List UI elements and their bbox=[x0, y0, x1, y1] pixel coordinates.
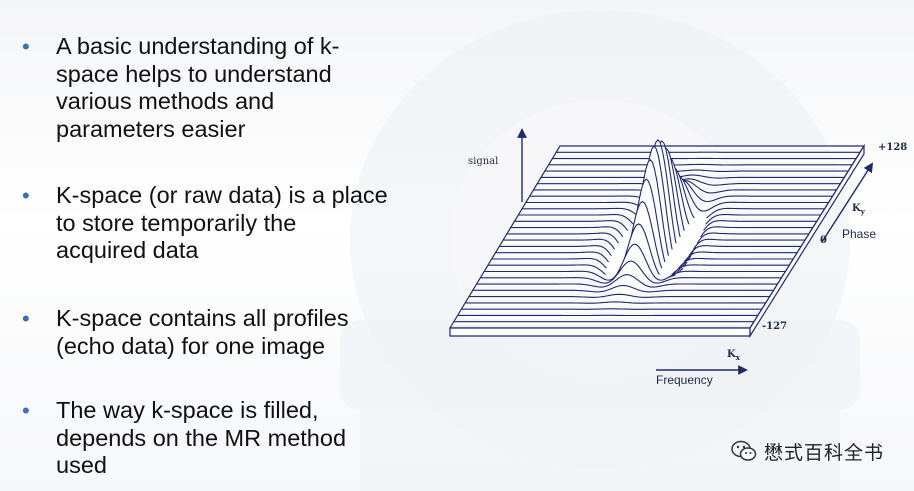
profile-mask bbox=[541, 175, 845, 181]
echo-profile-line bbox=[548, 163, 853, 166]
profile-mask bbox=[556, 152, 861, 156]
k-space-plane-edge bbox=[449, 327, 751, 337]
profile-mask bbox=[472, 285, 774, 294]
wechat-icon bbox=[731, 440, 757, 461]
echo-profile-line bbox=[491, 200, 794, 278]
phase-bottom-label: -127 bbox=[762, 321, 787, 332]
echo-profile-line bbox=[480, 260, 782, 284]
profile-mask bbox=[453, 321, 754, 325]
echo-profile-line bbox=[544, 169, 849, 172]
k-space-plane-side bbox=[749, 143, 865, 339]
echo-profile-line bbox=[476, 274, 778, 288]
bullet-marker: • bbox=[22, 398, 30, 423]
profile-mask bbox=[457, 315, 758, 319]
profile-mask bbox=[476, 274, 778, 288]
bullet-text: A basic understanding of k- space helps … bbox=[56, 33, 340, 142]
echo-profile-line bbox=[469, 293, 770, 298]
kx-label: Kx bbox=[727, 349, 741, 362]
echo-profile-line bbox=[487, 223, 790, 279]
echo-profile-line bbox=[510, 140, 813, 256]
echo-profile-line bbox=[495, 178, 798, 277]
bullet-marker: • bbox=[22, 34, 30, 59]
echo-profile-line bbox=[484, 243, 786, 281]
bullet-text: K-space (or raw data) is a place to stor… bbox=[56, 182, 388, 263]
bullet-text: K-space contains all profiles (echo data… bbox=[56, 305, 349, 359]
profile-mask bbox=[552, 158, 857, 162]
profile-mask bbox=[469, 294, 770, 300]
ky-label: Ky bbox=[852, 203, 866, 216]
echo-profile-line bbox=[541, 174, 845, 179]
echo-profile-line bbox=[537, 178, 841, 186]
echo-profile-line bbox=[465, 301, 766, 304]
k-space-diagram: signal +128 Ky Phase 0 -127 Kx Frequency bbox=[448, 128, 907, 387]
phase-top-label: +128 bbox=[878, 142, 907, 153]
bullet-marker: • bbox=[22, 183, 30, 208]
echo-profile-line bbox=[461, 308, 762, 310]
watermark-text: 懋式百科全书 bbox=[763, 441, 884, 464]
phase-zero-label: 0 bbox=[820, 235, 827, 246]
frequency-label: Frequency bbox=[656, 373, 713, 387]
profile-mask bbox=[480, 261, 782, 284]
bullet-text: The way k-space is filled, depends on th… bbox=[56, 397, 347, 478]
signal-axis-label: signal bbox=[468, 156, 498, 167]
echo-profile-line bbox=[499, 158, 802, 275]
echo-profile-line bbox=[472, 284, 774, 293]
k-space-profiles bbox=[450, 138, 864, 331]
watermark: 懋式百科全书 bbox=[730, 437, 884, 465]
phase-label: Phase bbox=[842, 227, 876, 241]
phase-axis-arrow bbox=[821, 162, 874, 243]
bullet-marker: • bbox=[22, 306, 30, 331]
profile-mask bbox=[560, 146, 864, 149]
echo-profile-line bbox=[506, 138, 809, 265]
